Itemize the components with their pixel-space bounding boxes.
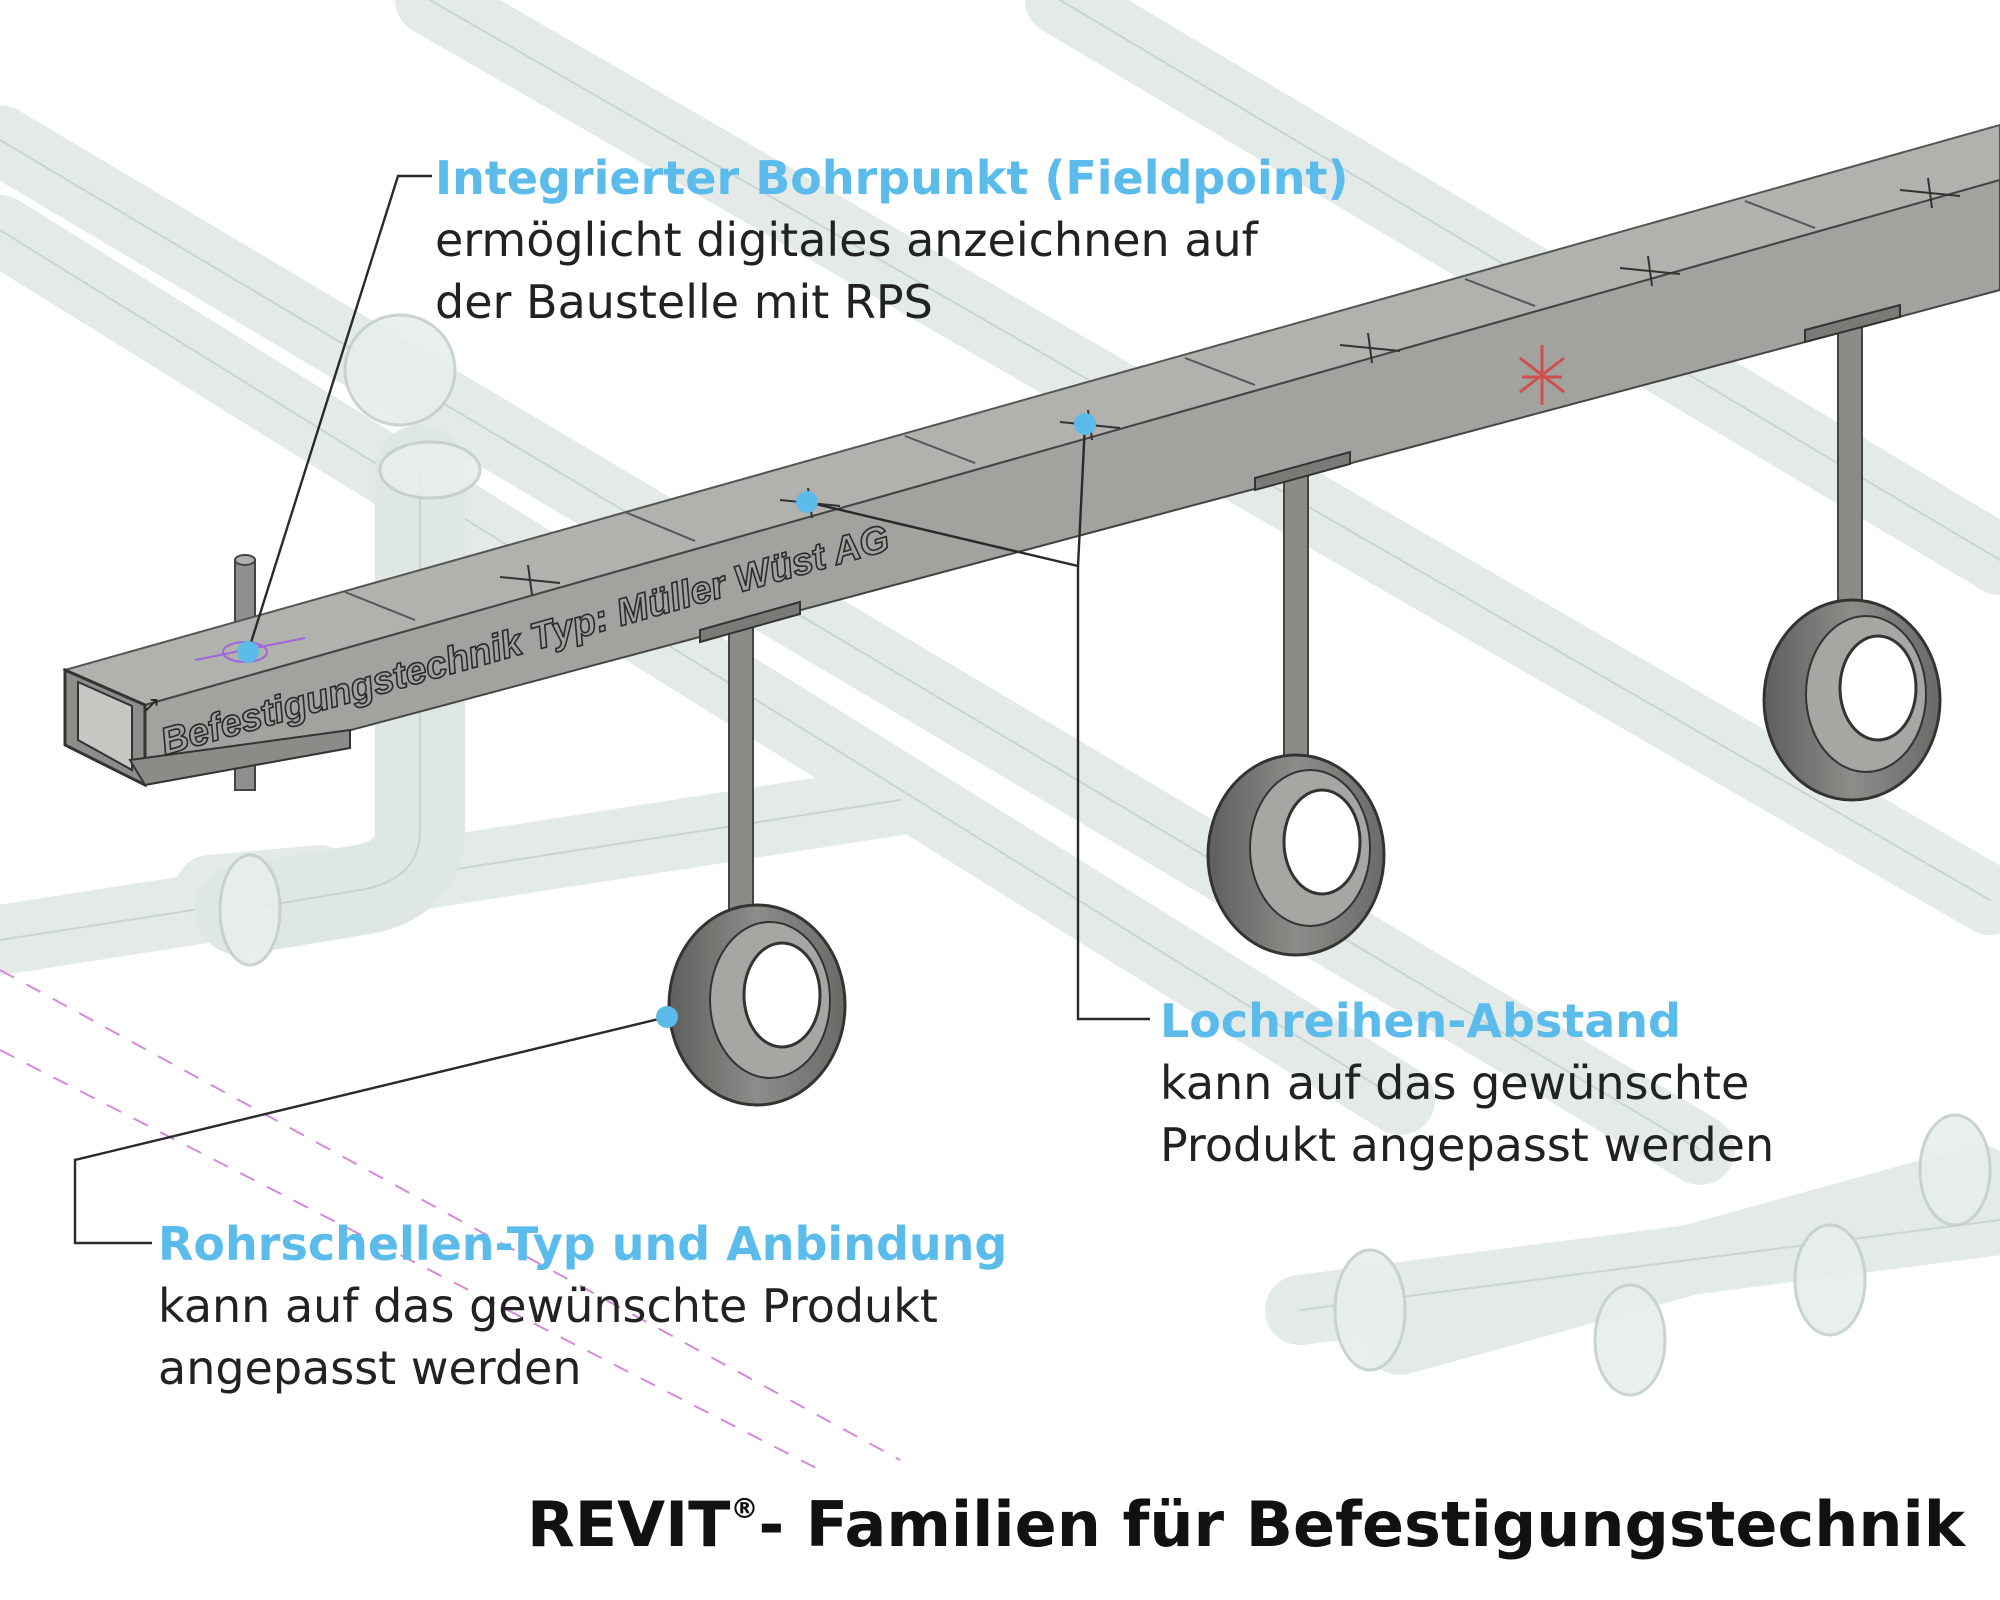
callout-lochreihe-title: Lochreihen-Abstand — [1160, 994, 1681, 1048]
callout-rohrschelle-line2: angepasst werden — [158, 1341, 582, 1395]
dot-lochreihe-1 — [796, 491, 818, 513]
red-marker-icon — [1519, 345, 1565, 405]
registered-mark: ® — [730, 1492, 759, 1525]
callout-rohrschelle: Rohrschellen-Typ und Anbindung kann auf … — [158, 1213, 1007, 1399]
page-title: REVIT®- Familien für Befestigungstechnik — [527, 1488, 1965, 1561]
pipe-clamp — [1762, 324, 1942, 802]
reference-lines — [0, 969, 901, 1471]
pipe-clamp — [667, 624, 847, 1107]
dot-rohrschelle — [656, 1006, 678, 1028]
end-arrow-icon: ↗ — [142, 693, 160, 718]
pipe-clamp — [1206, 469, 1386, 957]
callout-rohrschelle-title: Rohrschellen-Typ und Anbindung — [158, 1217, 1008, 1271]
callout-rohrschelle-line1: kann auf das gewünschte Produkt — [158, 1279, 938, 1333]
callout-bohrpunkt-line2: der Baustelle mit RPS — [435, 275, 933, 329]
dot-lochreihe-2 — [1074, 413, 1096, 435]
callout-lochreihe-line1: kann auf das gewünschte — [1160, 1056, 1750, 1110]
callout-bohrpunkt: Integrierter Bohrpunkt (Fieldpoint) ermö… — [435, 147, 1349, 333]
callout-lochreihe-line2: Produkt angepasst werden — [1160, 1118, 1775, 1172]
callout-bohrpunkt-title: Integrierter Bohrpunkt (Fieldpoint) — [435, 151, 1349, 205]
title-revit: REVIT — [527, 1488, 731, 1561]
pipe-clamps — [667, 324, 1942, 1107]
title-rest: - Familien für Befestigungstechnik — [758, 1488, 1965, 1561]
leader-lines — [73, 174, 1150, 1245]
dot-bohrpunkt — [237, 641, 259, 663]
callout-bohrpunkt-line1: ermöglicht digitales anzeichnen auf — [435, 213, 1258, 267]
callout-lochreihe: Lochreihen-Abstand kann auf das gewünsch… — [1160, 990, 1774, 1176]
callout-dots — [237, 413, 1096, 1028]
background-pipes — [0, 0, 2000, 1397]
